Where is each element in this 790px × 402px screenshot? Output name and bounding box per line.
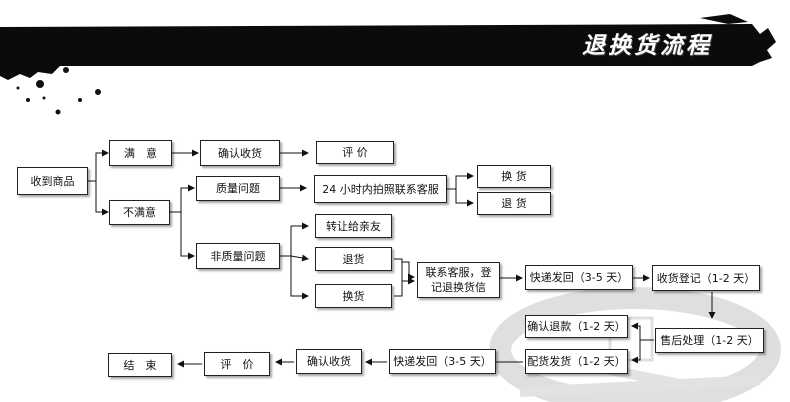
node-end: 结 束 xyxy=(108,353,172,377)
node-express-return: 快递发回（3-5 天） xyxy=(525,265,633,290)
node-return-quality: 退 货 xyxy=(477,192,551,215)
node-quality-issue: 质量问题 xyxy=(196,176,280,201)
node-non-quality-issue: 非质量问题 xyxy=(196,243,280,269)
node-express-send-back: 快递发回（3-5 天） xyxy=(389,349,496,374)
node-confirm-refund: 确认退款（1-2 天） xyxy=(525,315,628,338)
node-satisfied: 满 意 xyxy=(109,140,172,166)
node-contact-register: 联系客服，登 记退换货信 xyxy=(417,262,500,298)
node-review: 评 价 xyxy=(316,141,394,164)
node-review-final: 评 价 xyxy=(204,352,270,376)
node-confirm-receipt: 确认收货 xyxy=(200,140,280,166)
node-contact-service-24h: 24 小时内拍照联系客服 xyxy=(314,175,447,203)
page-title: 退换货流程 xyxy=(582,32,712,59)
node-transfer-to-friend: 转让给亲友 xyxy=(315,214,392,238)
node-confirm-receipt-final: 确认收货 xyxy=(296,349,362,374)
node-receive-register: 收货登记（1-2 天） xyxy=(652,265,760,291)
brush-stroke-banner xyxy=(0,14,776,115)
node-received-goods: 收到商品 xyxy=(17,167,88,195)
node-exchange-non-quality: 换货 xyxy=(315,284,392,308)
header-banner: 退换货流程 xyxy=(0,0,790,120)
node-exchange-quality: 换 货 xyxy=(477,165,551,188)
node-dispatch-goods: 配货发货（1-2 天） xyxy=(525,349,628,374)
node-aftersale-processing: 售后处理（1-2 天） xyxy=(655,328,764,353)
node-not-satisfied: 不满意 xyxy=(109,200,170,225)
node-return-non-quality: 退货 xyxy=(315,247,392,271)
